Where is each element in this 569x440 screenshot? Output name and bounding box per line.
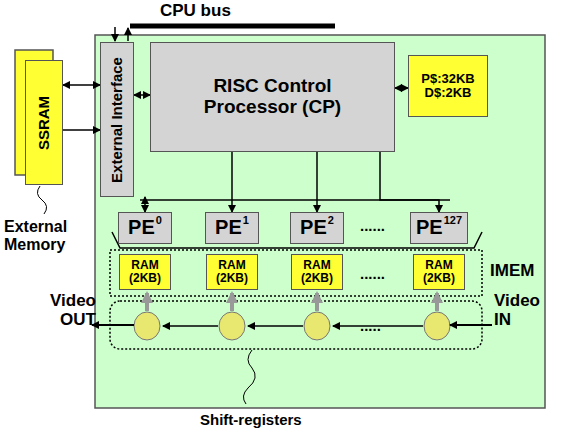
shift-arrow [248, 325, 303, 327]
box-label: RISC Control Processor (CP) [178, 76, 368, 118]
shift-register [134, 312, 160, 340]
box-label: PE [416, 216, 443, 238]
load-arrow [230, 293, 234, 311]
ram-box: RAM (2KB) [119, 254, 171, 290]
ellipsis: ...... [360, 218, 385, 235]
box-label: RAM (2KB) [123, 259, 167, 285]
box-label: PE [215, 216, 242, 238]
box-label: SSRAM [36, 95, 53, 149]
pe-index: 127 [444, 214, 462, 226]
imem-label: IMEM [490, 262, 534, 281]
memory-label: External Memory [4, 218, 94, 253]
shift-register [219, 312, 245, 340]
ellipsis: ..... [360, 318, 381, 335]
box-label: External Interface [109, 57, 126, 183]
ellipsis: ...... [360, 266, 385, 283]
load-arrow [435, 293, 439, 311]
interface-box: External Interface [100, 42, 134, 197]
video-out-arrow [92, 324, 134, 326]
bus-arrow [114, 27, 116, 41]
bus-label: CPU bus [160, 2, 231, 21]
connector [144, 197, 146, 212]
pe-index: 0 [156, 214, 162, 226]
pe-box: PE2 [290, 212, 344, 244]
cpu-bus-line [130, 24, 335, 29]
video-in-arrow [450, 324, 492, 326]
box-label: P$:32KB D$:2KB [413, 72, 483, 101]
processor-box: RISC Control Processor (CP) [150, 42, 395, 152]
bus-arrow [127, 28, 129, 41]
box-label: RAM (2KB) [210, 259, 254, 285]
chip-area [95, 35, 545, 408]
connector [63, 84, 100, 86]
box-label: RAM (2KB) [295, 259, 339, 285]
leader-line [37, 186, 46, 214]
connector [380, 152, 439, 212]
pe-box: PE0 [118, 212, 172, 244]
load-arrow [145, 293, 149, 311]
shift-register-group [110, 301, 482, 349]
ram-box: RAM (2KB) [206, 254, 258, 290]
io-label: Video IN [494, 292, 546, 329]
box-label: RAM (2KB) [417, 259, 461, 285]
connector [395, 87, 408, 89]
memory-chip: SSRAM [25, 60, 63, 185]
io-label: Video OUT [44, 292, 96, 329]
connector [316, 152, 318, 212]
imem-group [110, 250, 482, 296]
connector [63, 129, 100, 131]
box-label: PE [300, 216, 327, 238]
load-arrow [315, 293, 319, 311]
shift-register-cylinders [134, 293, 450, 340]
shift-arrow [163, 325, 218, 327]
pe-box: PE1 [205, 212, 259, 244]
pe-box: PE127 [410, 212, 468, 244]
group-label: Shift-registers [200, 412, 302, 429]
connector [231, 152, 233, 212]
connector [134, 94, 150, 96]
box-label: PE [128, 216, 155, 238]
ram-box: RAM (2KB) [413, 254, 465, 290]
leader-line [243, 350, 255, 404]
pe-index: 1 [243, 214, 249, 226]
ram-box: RAM (2KB) [291, 254, 343, 290]
pe-index: 2 [328, 214, 334, 226]
shift-register [424, 312, 450, 340]
cache-box: P$:32KB D$:2KB [408, 55, 488, 117]
shift-register [304, 312, 330, 340]
